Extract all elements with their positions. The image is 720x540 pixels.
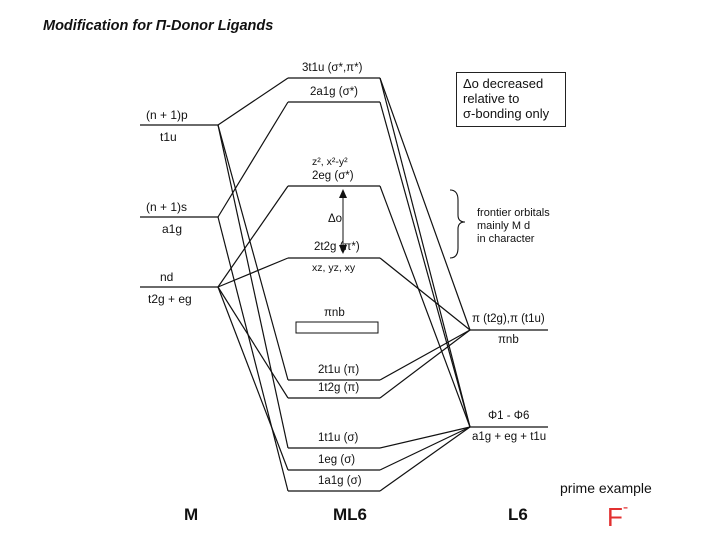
ligand-sym-label: a1g + eg + t1u (472, 431, 547, 443)
ml6-1a1g-label: 1a1g (σ) (318, 475, 362, 487)
fluoride-ion: F- (607, 499, 629, 533)
frontier-line2: mainly M d (477, 220, 531, 232)
ml6-2eg-label: 2eg (σ*) (312, 170, 354, 182)
delta-box-line1: Δo decreased (463, 76, 544, 91)
metal-t1u-label: t1u (160, 130, 177, 144)
ml6-level-pinb (295, 321, 379, 334)
ml6-1eg-label: 1eg (σ) (318, 454, 356, 466)
metal-nd-label: nd (160, 270, 174, 284)
delta-o-label: Δo (328, 213, 343, 225)
column-label-ligand: L6 (508, 505, 528, 524)
ml6-1t1u-label: 1t1u (σ) (318, 432, 359, 444)
metal-a1g-label: a1g (162, 222, 183, 236)
ml6-t2g-orbitals-label: xz, yz, xy (312, 262, 356, 274)
frontier-note: frontier orbitals mainly M d in characte… (477, 207, 550, 246)
frontier-line3: in character (477, 233, 535, 245)
fluoride-symbol: F (607, 502, 623, 532)
fluoride-charge: - (622, 499, 629, 517)
ligand-phi-label: Φ1 - Φ6 (488, 410, 530, 422)
ml6-1t2g-label: 1t2g (π) (318, 382, 360, 394)
ligand-pi-label: π (t2g),π (t1u) (472, 313, 545, 325)
example-label: prime example (560, 480, 652, 496)
ml6-eg-orbitals-label: z², x²-y² (312, 156, 348, 168)
delta-box-line3: σ-bonding only (463, 106, 550, 121)
ml6-2a1g-label: 2a1g (σ*) (310, 86, 359, 98)
ml6-2t1u-label: 2t1u (π) (318, 364, 360, 376)
delta-o-note-box: Δo decreased relative to σ-bonding only (456, 72, 566, 127)
ml6-2t2g-label: 2t2g (π*) (314, 241, 360, 253)
column-label-metal: M (184, 505, 199, 524)
ligand-pinb-label: πnb (498, 334, 519, 346)
delta-box-line2: relative to (463, 91, 520, 106)
metal-np-label: (n + 1)p (146, 108, 188, 122)
frontier-brace (449, 189, 466, 259)
ml6-pinb-label: πnb (324, 307, 345, 319)
column-label-complex: ML6 (333, 505, 367, 524)
frontier-line1: frontier orbitals (477, 207, 550, 219)
slide-title: Modification for Π-Donor Ligands (43, 18, 274, 34)
ml6-3t1u-label: 3t1u (σ*,π*) (302, 62, 363, 74)
metal-t2g-eg-label: t2g + eg (148, 292, 192, 306)
metal-ns-label: (n + 1)s (146, 200, 188, 214)
